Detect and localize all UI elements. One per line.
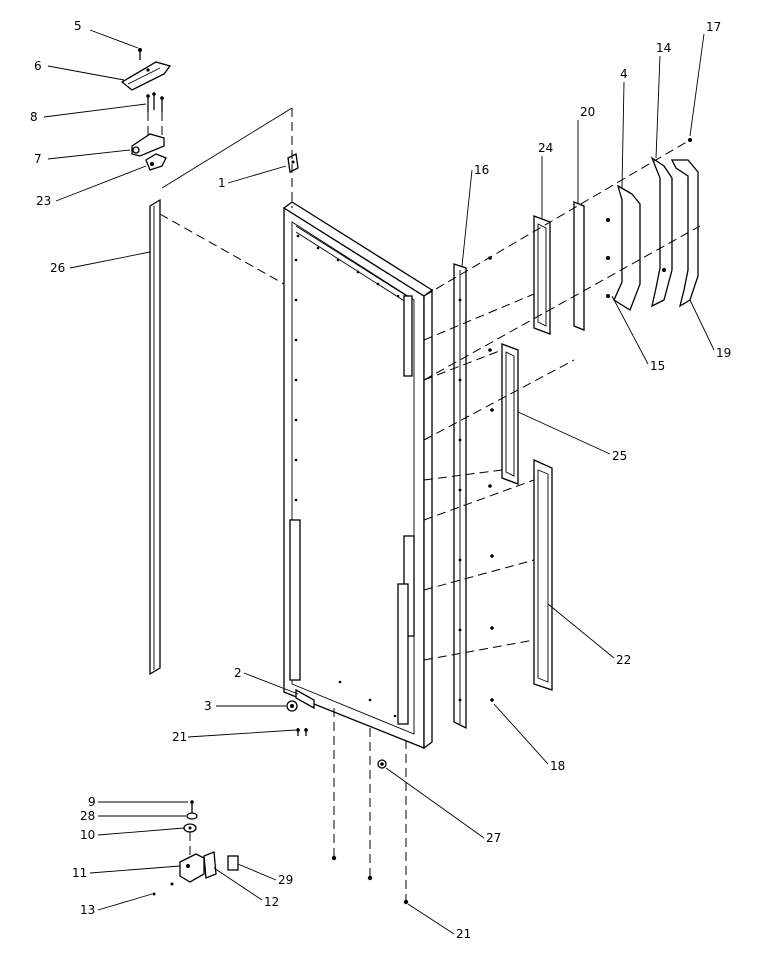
right-side-components — [423, 138, 701, 730]
bottom-hinge-assembly — [152, 688, 409, 905]
callout-15: 15 — [650, 359, 665, 373]
callout-5: 5 — [74, 19, 82, 33]
callout-17: 17 — [706, 20, 721, 34]
callout-23: 23 — [36, 194, 51, 208]
callout-7: 7 — [34, 152, 42, 166]
callout-26: 26 — [50, 261, 65, 275]
callout-2: 2 — [234, 666, 242, 680]
callout-labels: 5 6 8 7 23 1 26 2 3 21 9 28 10 — [30, 19, 731, 941]
callout-27: 27 — [486, 831, 501, 845]
callout-9: 9 — [88, 795, 96, 809]
callout-22: 22 — [616, 653, 631, 667]
callout-18: 18 — [550, 759, 565, 773]
callout-20: 20 — [580, 105, 595, 119]
callout-3: 3 — [204, 699, 212, 713]
callout-21-lower: 21 — [456, 927, 471, 941]
top-hinge-assembly — [120, 48, 299, 208]
callout-1: 1 — [218, 176, 226, 190]
callout-10: 10 — [80, 828, 95, 842]
callout-21-upper: 21 — [172, 730, 187, 744]
callout-19: 19 — [716, 346, 731, 360]
callout-14: 14 — [656, 41, 671, 55]
callout-11: 11 — [72, 866, 87, 880]
callout-25: 25 — [612, 449, 627, 463]
callout-6: 6 — [34, 59, 42, 73]
callout-4: 4 — [620, 67, 628, 81]
callout-12: 12 — [264, 895, 279, 909]
callout-28: 28 — [80, 809, 95, 823]
callout-13: 13 — [80, 903, 95, 917]
callout-29: 29 — [278, 873, 293, 887]
callout-16: 16 — [474, 163, 489, 177]
door-panel — [282, 201, 434, 750]
callout-8: 8 — [30, 110, 38, 124]
callout-24: 24 — [538, 141, 553, 155]
gasket-strip — [149, 198, 161, 676]
